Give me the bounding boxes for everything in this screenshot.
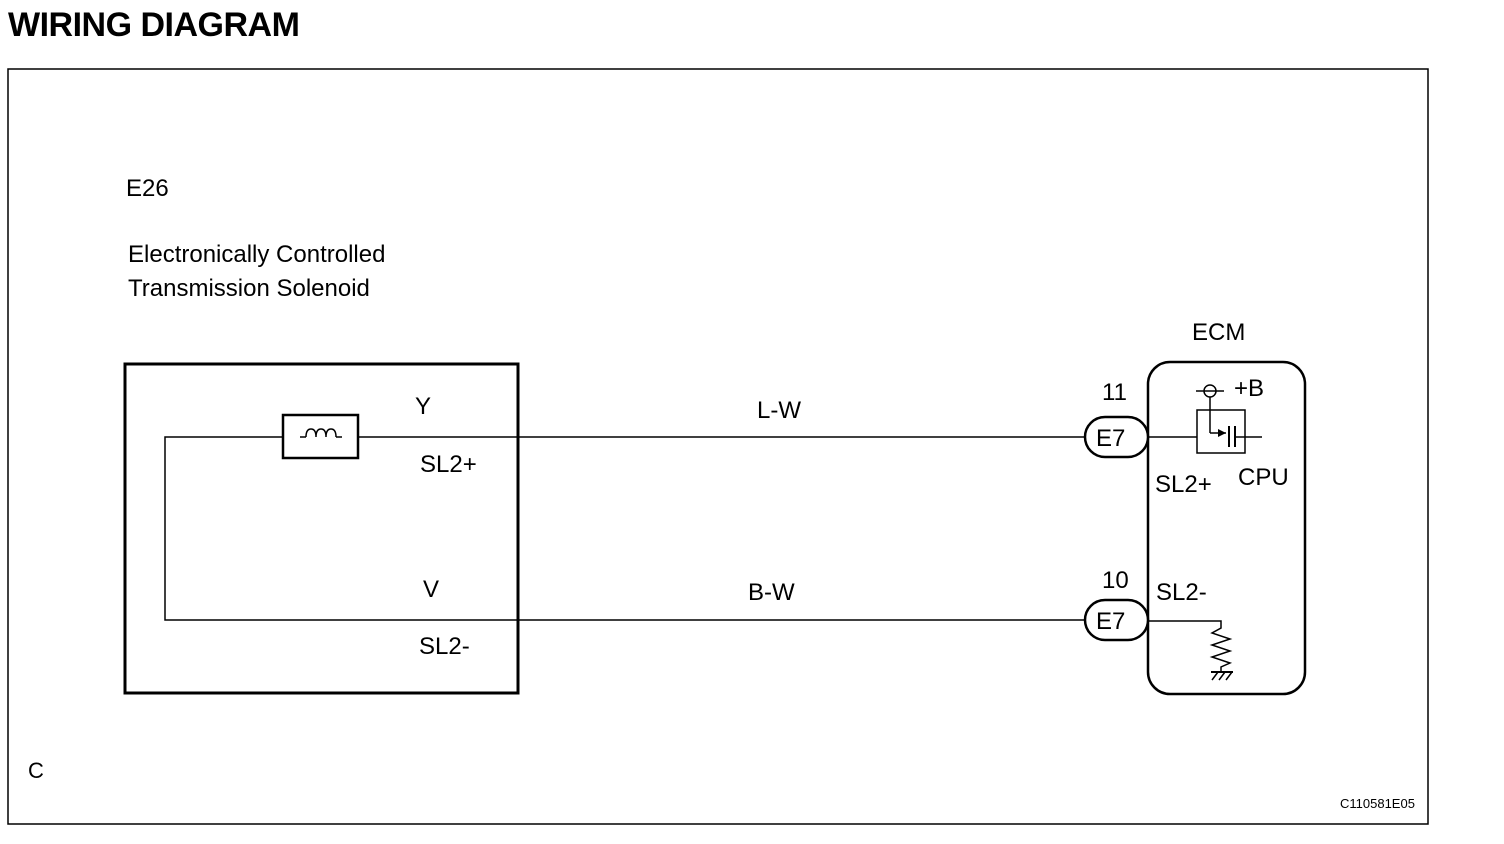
resistor-icon — [1148, 620, 1233, 672]
solenoid-connector-id: E26 — [126, 175, 169, 202]
solenoid-pin-top-color: Y — [415, 393, 431, 420]
ecm-pin-bottom-name: SL2- — [1156, 579, 1207, 606]
page-title: WIRING DIAGRAM — [8, 6, 300, 44]
wire-top-color-label: L-W — [757, 397, 801, 424]
ecm-supply-label: +B — [1234, 375, 1264, 402]
ecm-cpu-label: CPU — [1238, 464, 1289, 491]
solenoid-name-line1: Electronically Controlled — [128, 241, 385, 268]
solenoid-box — [123, 362, 520, 695]
diagram-frame — [7, 68, 1429, 825]
ecm-connector-bottom-label: E7 — [1096, 608, 1125, 635]
ecm-connector-top-label: E7 — [1096, 425, 1125, 452]
figure-code: C110581E05 — [1340, 796, 1415, 811]
solenoid-pin-top-name: SL2+ — [420, 451, 477, 478]
solenoid-coil-icon — [281, 413, 360, 460]
solenoid-pin-bottom-color: V — [423, 576, 439, 603]
ecm-title: ECM — [1192, 319, 1245, 346]
ecm-pin-bottom-number: 10 — [1102, 567, 1129, 594]
transistor-icon — [1148, 391, 1262, 454]
solenoid-pin-bottom-name: SL2- — [419, 633, 470, 660]
solenoid-name-line2: Transmission Solenoid — [128, 275, 370, 302]
corner-letter: C — [28, 758, 44, 783]
ecm-pin-top-number: 11 — [1102, 379, 1127, 406]
ecm-connector-bottom — [1083, 598, 1150, 642]
ground-icon — [1211, 671, 1233, 681]
solenoid-internal-wire — [164, 436, 1087, 621]
wire-bottom-color-label: B-W — [748, 579, 795, 606]
ecm-pin-top-name: SL2+ — [1155, 471, 1212, 498]
ecm-box — [1146, 360, 1307, 696]
supply-terminal-icon — [1196, 384, 1224, 398]
